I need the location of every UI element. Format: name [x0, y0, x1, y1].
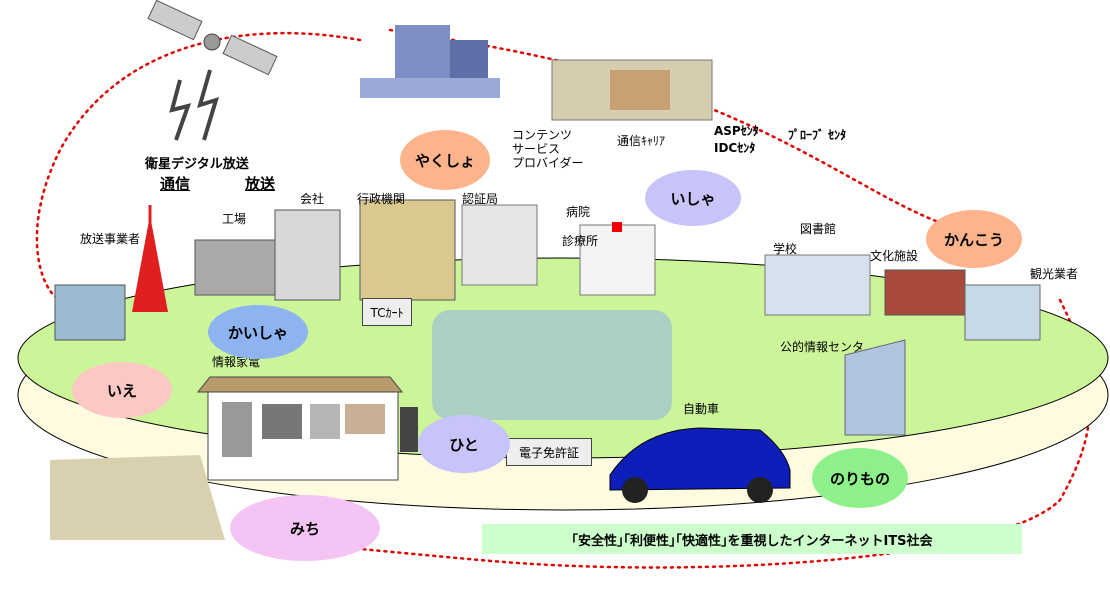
label-school: 学校	[773, 242, 798, 256]
carrier-building	[551, 59, 713, 121]
label-gov: 行政機関	[357, 192, 406, 206]
label-tourism: 観光業者	[1030, 267, 1079, 281]
school-building	[764, 254, 871, 316]
label-factory: 工場	[222, 212, 247, 226]
bubble-yakusho: やくしょ	[400, 130, 490, 190]
label-car: 自動車	[683, 402, 720, 416]
label-culture: 文化施設	[870, 249, 919, 263]
tourism-building	[964, 284, 1041, 341]
culture-building	[884, 269, 966, 316]
bubble-kaisha: かいしゃ	[208, 305, 308, 359]
hospital-building	[579, 224, 656, 296]
company-building	[274, 209, 341, 301]
satellite-icon	[147, 0, 278, 141]
bubble-norimono: のりもの	[812, 448, 908, 508]
label-asp: ASPｾﾝﾀ	[714, 124, 759, 138]
bubble-isha: いしゃ	[645, 170, 741, 226]
public-info-building	[844, 339, 906, 436]
label-carrier: 通信ｷｬﾘｱ	[617, 134, 666, 148]
label-cert: 認証局	[462, 192, 499, 206]
label-probe: ﾌﾟﾛｰﾌﾞ ｾﾝﾀ	[788, 128, 847, 142]
label-clinic: 診療所	[562, 234, 599, 248]
label-comm: 通信	[160, 175, 191, 193]
bubble-michi: みち	[230, 495, 380, 561]
label-broadcast: 放送	[245, 175, 276, 193]
label-public-info: 公的情報センタ	[780, 340, 865, 354]
label-contents-3: プロバイダー	[512, 156, 584, 170]
road-image	[50, 455, 225, 540]
tc-card: TCｶｰﾄ	[362, 298, 412, 326]
label-company: 会社	[300, 192, 325, 206]
label-contents-1: コンテンツ	[512, 128, 573, 142]
label-library: 図書館	[800, 222, 837, 236]
label-contents-2: サービス	[512, 142, 561, 156]
label-hospital: 病院	[566, 205, 591, 219]
home-appliance-house	[196, 376, 418, 481]
bubble-ie: いえ	[72, 362, 172, 418]
bubble-kankou: かんこう	[926, 210, 1022, 268]
people-group	[432, 310, 672, 420]
broadcast-tower	[54, 205, 168, 341]
license-card: 電子免許証	[506, 438, 592, 466]
label-idc: IDCｾﾝﾀ	[714, 141, 756, 155]
gov-building	[359, 199, 456, 301]
label-satellite: 衛星デジタル放送	[145, 157, 249, 172]
contents-provider-building	[360, 25, 500, 98]
car-icon	[609, 427, 791, 503]
cert-building	[461, 204, 538, 286]
its-society-banner: ｢安全性｣｢利便性｣｢快適性｣を重視したインターネットITS社会	[482, 524, 1022, 554]
label-broadcaster: 放送事業者	[80, 232, 141, 246]
bubble-hito: ひと	[418, 415, 510, 473]
network-ring	[35, 28, 1092, 569]
